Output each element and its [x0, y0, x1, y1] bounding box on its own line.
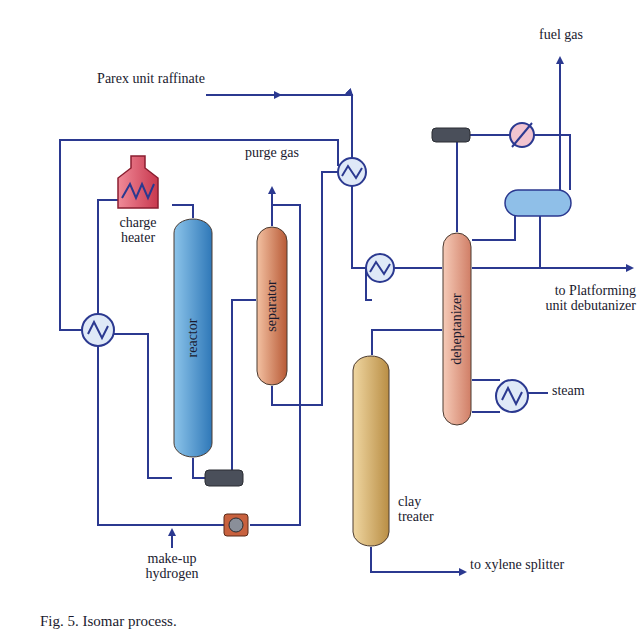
node-label: charge heater [104, 216, 172, 245]
equipment-node: clay treater [352, 355, 460, 547]
figure-caption: Fig. 5. Isomar process. [40, 614, 177, 630]
process-stream [172, 205, 193, 218]
stream-label: make-up hydrogen [124, 552, 220, 581]
node-label: deheptanizer [450, 293, 465, 365]
stream-label: fuel gas [526, 28, 596, 43]
process-stream [372, 330, 442, 355]
node-label: separator [265, 280, 280, 331]
equipment-node: reactor [173, 218, 213, 458]
equipment-node: deheptanizer [442, 232, 472, 426]
stream-label: to xylene splitter [470, 558, 566, 573]
node-label: reactor [186, 319, 201, 358]
equipment-node: separator [256, 226, 288, 386]
stream-label: purge gas [240, 146, 304, 161]
equipment-node: charge heater [104, 154, 172, 264]
stream-label: to Platforming unit debutanizer [532, 284, 636, 313]
heater-symbol [104, 154, 172, 210]
vessel-shape [352, 355, 390, 547]
stream-label: Parex unit raffinate [96, 72, 206, 87]
stream-label: steam [552, 384, 612, 399]
node-label: clay treater [398, 495, 460, 524]
